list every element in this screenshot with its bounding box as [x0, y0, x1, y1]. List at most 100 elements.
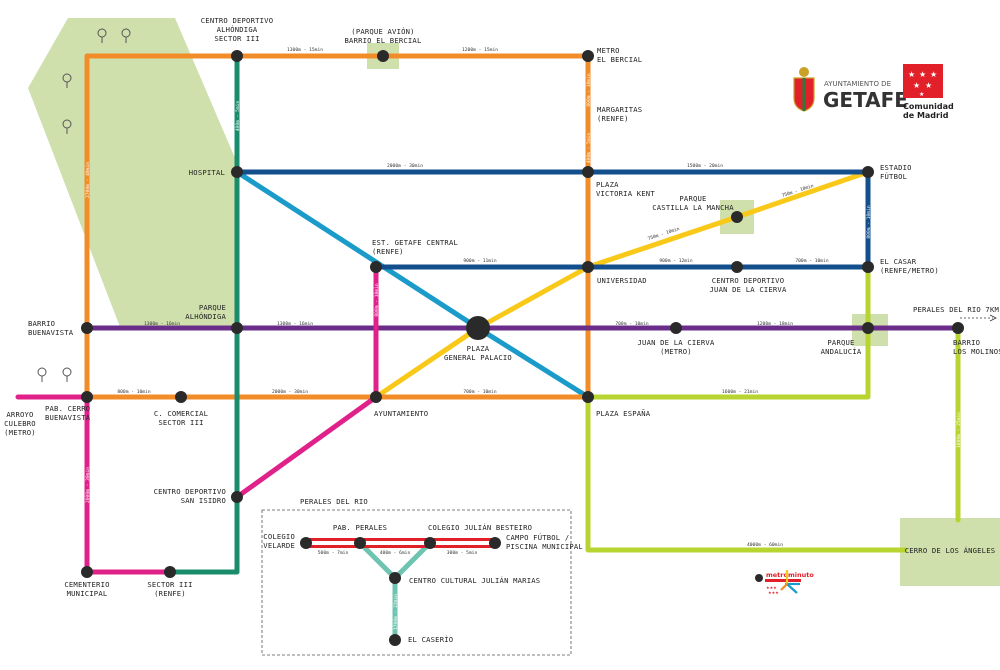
label-el-casar: EL CASAR(RENFE/METRO) [880, 257, 939, 275]
metrominuto-mark-icon [780, 570, 800, 594]
dist-label: 1300m - 16min [144, 321, 180, 327]
stop-parque-andalucia[interactable] [862, 322, 874, 334]
metrominuto-text: metrominuto [766, 571, 814, 579]
stop-metro-bercial[interactable] [582, 50, 594, 62]
svg-text:★: ★ [919, 91, 924, 98]
stop-pab-perales[interactable] [354, 537, 366, 549]
line-lime-south [585, 394, 908, 553]
stop-estadio[interactable] [862, 166, 874, 178]
stop-cementerio[interactable] [81, 566, 93, 578]
ayuntamiento-text: AYUNTAMIENTO DE [824, 80, 891, 88]
stop-getafe-central[interactable] [370, 261, 382, 273]
stars-icon: ★★★ ★★ ★ [908, 70, 937, 98]
line-magenta-east [234, 264, 379, 500]
label-hospital: HOSPITAL [189, 168, 225, 177]
dist-label: 400m - 6min [380, 550, 411, 556]
stop-juan-cierva-metro[interactable] [670, 322, 682, 334]
dist-label: 800m - 10min [866, 205, 872, 238]
dist-label: 4000m - 60min [747, 542, 783, 548]
stop-plaza-general[interactable] [466, 316, 490, 340]
stop-colegio-besteiro[interactable] [424, 537, 436, 549]
label-cerro-angeles: CERRO DE LOS ÁNGELES [905, 546, 996, 555]
dist-label: 400m - 5min [235, 101, 241, 132]
stop-ayuntamiento[interactable] [370, 391, 382, 403]
dist-label: 1300m - 15min [287, 47, 323, 53]
de-madrid-text: de Madrid [903, 111, 949, 120]
madrid-flag [903, 64, 943, 98]
dist-label: 1600m - 25min [956, 412, 962, 448]
svg-text:★★★: ★★★ [766, 585, 777, 590]
stop-plaza-espana[interactable] [582, 391, 594, 403]
svg-text:★: ★ [908, 70, 915, 79]
dist-label: 1200m - 18min [757, 321, 793, 327]
dist-label: 900m - 12min [659, 258, 692, 264]
stop-comercial[interactable] [175, 391, 187, 403]
metrominuto-logo: metrominuto ★★★★★★ [755, 570, 814, 595]
crown-icon [799, 67, 809, 77]
label-perales-7km: PERALES DEL RIO 7KM [913, 305, 999, 314]
stop-san-isidro[interactable] [231, 491, 243, 503]
getafe-text: GETAFE [823, 88, 908, 112]
label-colegio-besteiro: COLEGIO JULIÁN BESTEIRO [428, 523, 532, 532]
dist-label: 2000m - 30min [387, 163, 423, 169]
dist-label: 900m - 11min [463, 258, 496, 264]
label-perales-title: PERALES DEL RIO [300, 497, 368, 506]
dist-label: 400m - 5min [586, 133, 592, 164]
line-magenta [15, 394, 173, 575]
dist-label: 800m - 10min [117, 389, 150, 395]
dist-label: 2000m - 30min [85, 467, 91, 503]
dist-label: 1600m - 21min [722, 389, 758, 395]
dist-label: 2000m - 30min [272, 389, 308, 395]
stop-castilla[interactable] [731, 211, 743, 223]
label-pab-perales: PAB. PERALES [333, 523, 387, 532]
label-margaritas: MARGARITAS(RENFE) [597, 105, 642, 123]
label-parque-avion: (PARQUE AVIÓN)BARRIO EL BERCIAL [345, 27, 422, 45]
stop-el-caserio[interactable] [389, 634, 401, 646]
dist-label: 700m - 10min [615, 321, 648, 327]
stop-sector3-renfe[interactable] [164, 566, 176, 578]
stop-universidad[interactable] [582, 261, 594, 273]
stop-barrio-buenavista[interactable] [81, 322, 93, 334]
svg-text:★: ★ [919, 70, 926, 79]
stop-parque-avion[interactable] [377, 50, 389, 62]
dist-label: 1700m - 22min [393, 594, 399, 630]
label-getafe-central: EST. GETAFE CENTRAL(RENFE) [372, 238, 458, 256]
stop-juan-cierva-cd[interactable] [731, 261, 743, 273]
stop-victoria-kent[interactable] [582, 166, 594, 178]
stop-barrio-molinos[interactable] [952, 322, 964, 334]
label-universidad: UNIVERSIDAD [597, 276, 647, 285]
stop-parque-alhondiga[interactable] [231, 322, 243, 334]
stop-colegio-velarde[interactable] [300, 537, 312, 549]
label-plaza-espana: PLAZA ESPAÑA [596, 409, 651, 418]
dist-label: 800m - 10min [374, 283, 380, 316]
line-lime [585, 264, 871, 400]
stop-el-casar[interactable] [862, 261, 874, 273]
svg-text:★★★: ★★★ [768, 590, 779, 595]
dist-label: 800m - 10min [586, 73, 592, 106]
stop-campo-futbol[interactable] [489, 537, 501, 549]
stop-centro-cultural[interactable] [389, 572, 401, 584]
stop-centro-alhondiga[interactable] [231, 50, 243, 62]
dist-label: 1500m - 20min [687, 163, 723, 169]
dist-label: 700m - 10min [463, 389, 496, 395]
stop-pab-cerro[interactable] [81, 391, 93, 403]
dist-label: 1700m - 25min [34, 389, 70, 395]
label-centro-cultural: CENTRO CULTURAL JULIÁN MARIAS [409, 576, 540, 585]
arrow-right-icon [989, 314, 997, 322]
dist-label: 700m - 10min [795, 258, 828, 264]
stop-hospital[interactable] [231, 166, 243, 178]
